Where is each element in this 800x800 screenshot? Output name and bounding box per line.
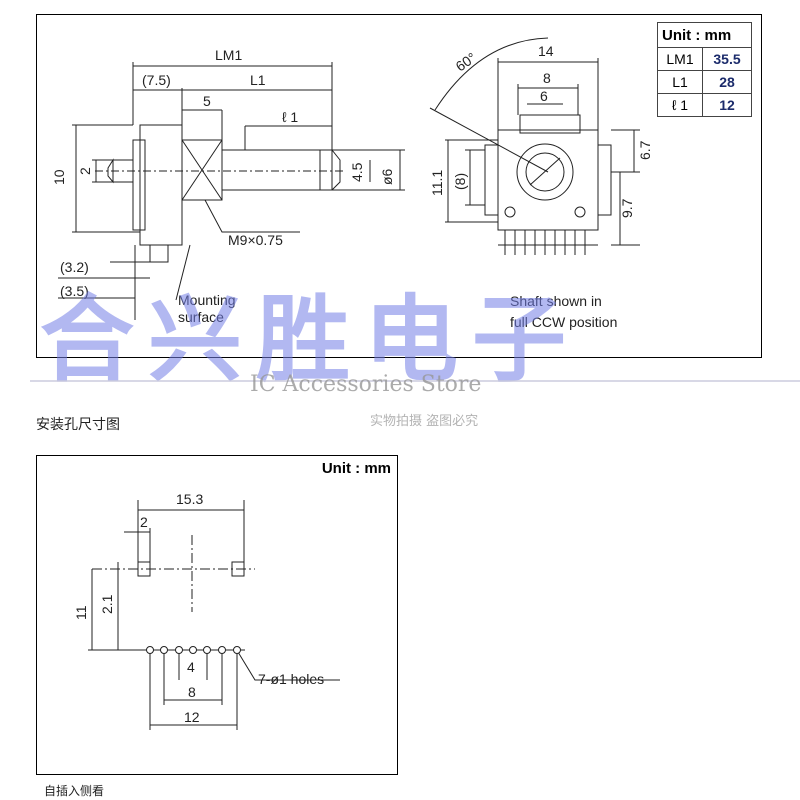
dim-10 xyxy=(72,124,140,233)
label-2: 2 xyxy=(77,167,93,175)
caption-insert-side: 自插入侧看 xyxy=(44,784,105,798)
unit-label-bottom: Unit : mm xyxy=(321,460,391,477)
label-holes: 7-ø1 holes xyxy=(258,671,324,687)
dim-9-7 xyxy=(611,172,640,246)
label-2-b: 2 xyxy=(140,514,148,530)
bushing-thread-mark xyxy=(181,139,223,201)
dim-2 xyxy=(92,159,113,183)
table-label-l1: L1 xyxy=(657,70,703,94)
dim-leg xyxy=(58,277,150,299)
label-thread: M9×0.75 xyxy=(228,232,283,248)
dim-l1 xyxy=(133,88,332,140)
label-5: 5 xyxy=(203,93,211,109)
pin-hole-5 xyxy=(203,646,211,654)
dim-8-b xyxy=(163,650,223,705)
label-6-7: 6.7 xyxy=(637,140,653,160)
table-label-lm1: LM1 xyxy=(657,47,703,71)
dim-11-b xyxy=(91,562,119,650)
front-pins xyxy=(504,230,586,255)
label-60: 60° xyxy=(453,49,480,74)
label-8: 8 xyxy=(543,70,551,86)
watermark-line xyxy=(30,380,800,382)
angle-ray xyxy=(429,107,549,173)
label-3-5: (3.5) xyxy=(60,283,89,299)
front-body xyxy=(497,129,599,231)
label-mounting: Mounting xyxy=(178,292,236,308)
label-14: 14 xyxy=(538,43,554,59)
front-hole-right xyxy=(574,206,586,218)
front-left-tab xyxy=(484,144,499,216)
label-3-2: (3.2) xyxy=(60,259,89,275)
label-8p: (8) xyxy=(452,173,468,190)
leader-holes xyxy=(237,651,340,681)
label-10: 10 xyxy=(51,169,67,185)
dim-14 xyxy=(497,58,599,130)
dim-shaft xyxy=(332,149,405,191)
label-l1: L1 xyxy=(250,72,266,88)
front-knob-outer xyxy=(516,143,574,201)
pin-hole-3 xyxy=(175,646,183,654)
label-l1-small: ℓ 1 xyxy=(282,109,298,125)
pin-hole-7 xyxy=(233,646,241,654)
table-label-l1-small: ℓ 1 xyxy=(657,93,703,117)
label-d6: ø6 xyxy=(379,168,395,185)
dim-2-b xyxy=(124,528,151,562)
watermark-sub: 实物拍摄 盗图必究 xyxy=(370,414,479,429)
label-9-7: 9.7 xyxy=(619,198,635,218)
pin-hole-1 xyxy=(146,646,154,654)
front-bushing-top xyxy=(519,114,581,134)
dim-l1-small xyxy=(244,125,332,150)
table-value-l1: 28 xyxy=(702,70,752,94)
front-hole-left xyxy=(504,206,516,218)
top-drawing-panel xyxy=(36,14,762,358)
dim-4 xyxy=(178,650,208,680)
leader-mounting xyxy=(175,244,191,301)
angle-arc xyxy=(434,37,549,111)
label-4-5: 4.5 xyxy=(349,162,365,182)
dim-15-3 xyxy=(137,500,245,562)
watermark-brand: 合兴胜电子 xyxy=(40,286,581,395)
dim-8 xyxy=(517,84,579,115)
label-7-5: (7.5) xyxy=(142,72,171,88)
label-note-2: full CCW position xyxy=(510,314,617,330)
label-12: 12 xyxy=(184,709,200,725)
label-4: 4 xyxy=(187,659,195,675)
body-block xyxy=(139,124,183,246)
label-11-1: 11.1 xyxy=(429,170,445,196)
shaft-flat xyxy=(529,157,561,186)
pin-hole-4 xyxy=(189,646,197,654)
label-6: 6 xyxy=(540,88,548,104)
dim-6-7 xyxy=(611,129,640,173)
watermark-store: IC Accessories Store xyxy=(250,372,482,397)
shaft xyxy=(221,149,333,191)
pin-hole-6 xyxy=(218,646,226,654)
label-11-b: 11 xyxy=(73,605,89,620)
label-lm1: LM1 xyxy=(215,47,242,63)
front-right-tab xyxy=(597,144,612,216)
label-15-3: 15.3 xyxy=(176,491,203,507)
pin-hole-2 xyxy=(160,646,168,654)
front-knob-inner xyxy=(525,152,565,192)
table-value-l1-small: 12 xyxy=(702,93,752,117)
shaft-tip xyxy=(331,149,341,191)
dim-5 xyxy=(182,109,223,140)
dim-8p xyxy=(465,149,485,206)
unit-label-top: Unit : mm xyxy=(657,22,752,48)
label-2-1: 2.1 xyxy=(99,594,115,614)
label-note-1: Shaft shown in xyxy=(510,293,602,309)
leader-thread xyxy=(204,199,300,233)
dim-12 xyxy=(149,650,238,730)
caption-mount-hole: 安装孔尺寸图 xyxy=(36,417,120,433)
dim-lm1 xyxy=(132,62,333,150)
mounting-leg xyxy=(149,245,169,263)
rear-cover xyxy=(132,139,146,231)
label-8-b: 8 xyxy=(188,684,196,700)
bottom-drawing-panel: Unit : mm xyxy=(36,455,398,775)
table-value-lm1: 35.5 xyxy=(702,47,752,71)
label-surface: surface xyxy=(178,309,224,325)
